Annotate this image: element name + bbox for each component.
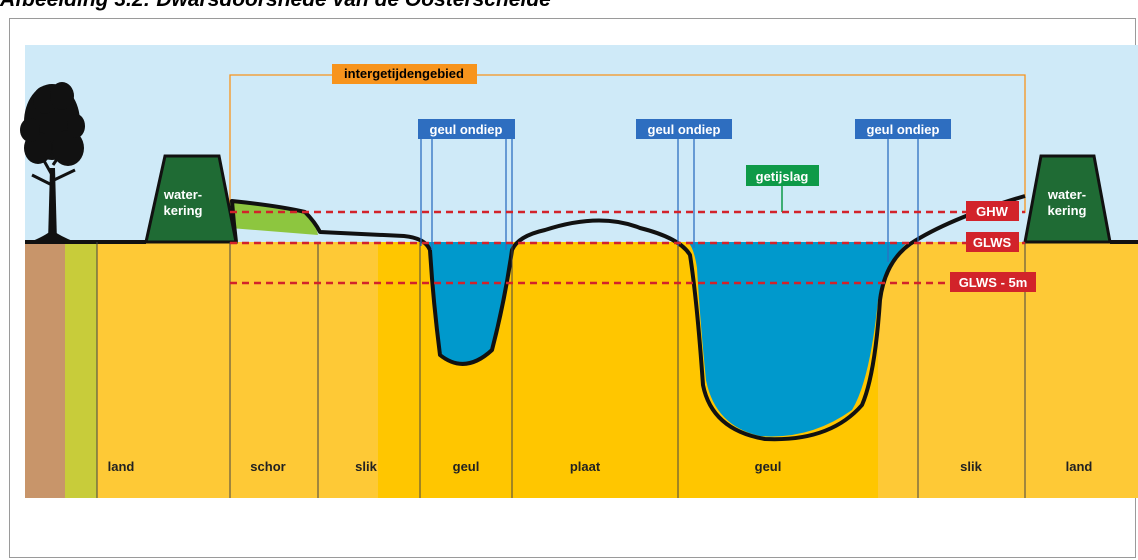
zone-label-slik-left: slik bbox=[355, 459, 377, 474]
intertidal-label-box bbox=[332, 64, 477, 84]
glws-label: GLWS bbox=[973, 235, 1012, 250]
ghw-label-box bbox=[966, 201, 1019, 221]
water-channel-right bbox=[688, 242, 908, 437]
zone-label-plaat: plaat bbox=[570, 459, 601, 474]
zone-label-geul-left: geul bbox=[453, 459, 480, 474]
dike-right-label-1: water- bbox=[1047, 187, 1086, 202]
soil-strip-green bbox=[65, 242, 97, 498]
dike-right-label-2: kering bbox=[1047, 203, 1086, 218]
glws-minus-5m-label-box bbox=[950, 272, 1036, 292]
glws-label-box bbox=[966, 232, 1019, 252]
zone-label-land-right: land bbox=[1066, 459, 1093, 474]
glws-minus-5m-label: GLWS - 5m bbox=[959, 275, 1028, 290]
ghw-label: GHW bbox=[976, 204, 1009, 219]
zone-label-slik-right: slik bbox=[960, 459, 982, 474]
zone-label-geul-right: geul bbox=[755, 459, 782, 474]
channel-shallow-label-1: geul ondiep bbox=[430, 122, 503, 137]
channel-shallow-label-2: geul ondiep bbox=[648, 122, 721, 137]
dike-left bbox=[144, 154, 238, 244]
intertidal-bracket bbox=[229, 74, 1026, 213]
zone-label-schor: schor bbox=[250, 459, 285, 474]
tidal-range-marker: getijslag bbox=[746, 165, 819, 212]
dike-left-label-2: kering bbox=[163, 203, 202, 218]
channel-shallow-label-3: geul ondiep bbox=[867, 122, 940, 137]
channel-shallow-marker-2: geul ondiep bbox=[636, 119, 732, 248]
tidal-range-label: getijslag bbox=[756, 169, 809, 184]
channel-shallow-marker-1: geul ondiep bbox=[418, 119, 515, 250]
water-channel-left bbox=[426, 242, 512, 365]
tree-icon bbox=[20, 82, 85, 242]
soil-strip-brown bbox=[25, 242, 65, 498]
dike-right bbox=[1023, 154, 1112, 244]
channel-shallow-marker-3: geul ondiep bbox=[855, 119, 951, 262]
intertidal-label: intergetijdengebied bbox=[344, 66, 464, 81]
dike-left-label-1: water- bbox=[163, 187, 202, 202]
page-title: Afbeelding 3.2: Dwarsdoorsnede van de Oo… bbox=[0, 0, 551, 12]
zone-label-land-left: land bbox=[108, 459, 135, 474]
salt-marsh bbox=[230, 201, 318, 235]
